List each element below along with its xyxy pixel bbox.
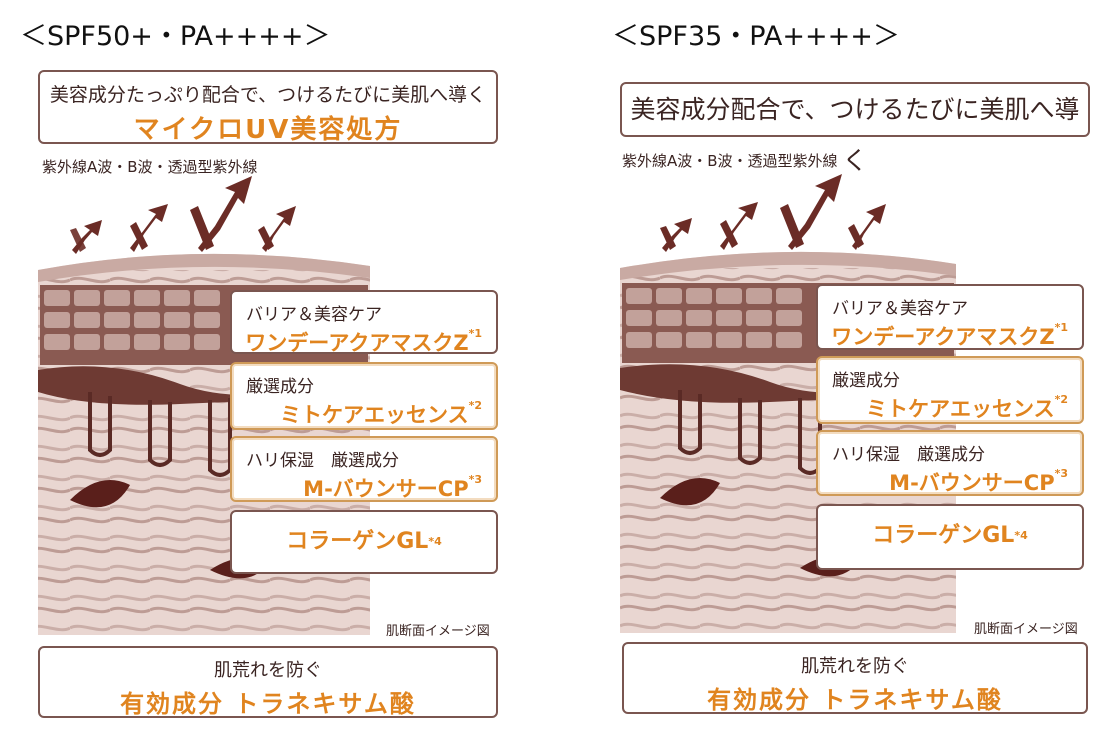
active-ingredient-name: 有効成分 トラネキサム酸 [120, 690, 416, 718]
ingredient-name: ワンデーアクアマスクZ*1 [245, 327, 482, 355]
ingredient-category: バリア＆美容ケア [246, 305, 382, 325]
ingredient-category: 厳選成分 [246, 377, 314, 397]
headline-main: 美容成分配合で、つけるたびに美肌へ導く [630, 95, 1080, 175]
active-ingredient-subtext: 肌荒れを防ぐ [214, 660, 322, 681]
ingredient-name: M-バウンサーCP*3 [303, 473, 482, 501]
active-ingredient-box: 肌荒れを防ぐ 有効成分 トラネキサム酸 [38, 646, 498, 718]
panel-title: ＜SPF35・PA++++＞ [612, 21, 900, 52]
ingredient-category: ハリ保湿 厳選成分 [832, 445, 985, 465]
ingredient-name: ミトケアエッセンス*2 [866, 393, 1068, 421]
uv-label: 紫外線A波・B波・透過型紫外線 [622, 152, 838, 170]
diagram-caption: 肌断面イメージ図 [386, 624, 490, 639]
diagram-caption: 肌断面イメージ図 [974, 622, 1078, 637]
ingredient-box-3: ハリ保湿 厳選成分 M-バウンサーCP*3 [230, 436, 498, 502]
ingredient-box-3: ハリ保湿 厳選成分 M-バウンサーCP*3 [816, 430, 1084, 496]
ingredient-name: コラーゲンGL*4 [286, 529, 442, 554]
ingredient-name: ワンデーアクアマスクZ*1 [831, 321, 1068, 349]
headline-main: マイクロUV美容処方 [133, 115, 403, 145]
ingredient-category: 厳選成分 [832, 371, 900, 391]
capillaries [88, 392, 232, 477]
ingredient-name: コラーゲンGL*4 [872, 523, 1028, 548]
active-ingredient-box: 肌荒れを防ぐ 有効成分 トラネキサム酸 [622, 642, 1088, 714]
ingredient-box-2: 厳選成分 ミトケアエッセンス*2 [816, 356, 1084, 424]
ingredient-box-4: コラーゲンGL*4 [816, 504, 1084, 570]
left-panel: ＜SPF50+・PA++++＞ 美容成分たっぷり配合で、つけるたびに美肌へ導く … [0, 0, 540, 733]
ingredient-box-2: 厳選成分 ミトケアエッセンス*2 [230, 362, 498, 430]
active-ingredient-name: 有効成分 トラネキサム酸 [707, 686, 1003, 714]
ingredient-box-4: コラーゲンGL*4 [230, 510, 498, 574]
ingredient-box-1: バリア＆美容ケア ワンデーアクアマスクZ*1 [230, 290, 498, 355]
ingredient-name: ミトケアエッセンス*2 [280, 399, 482, 427]
active-ingredient-subtext: 肌荒れを防ぐ [801, 656, 909, 677]
uv-arrows [660, 174, 886, 252]
headline-subtext: 美容成分たっぷり配合で、つけるたびに美肌へ導く [49, 84, 487, 106]
right-panel: ＜SPF35・PA++++＞ 美容成分配合で、つけるたびに美肌へ導く 紫外線A波… [580, 0, 1111, 733]
uv-label: 紫外線A波・B波・透過型紫外線 [42, 158, 258, 176]
formula-headline-box: 美容成分たっぷり配合で、つけるたびに美肌へ導く マイクロUV美容処方 [38, 70, 498, 145]
formula-headline-box: 美容成分配合で、つけるたびに美肌へ導く [620, 82, 1090, 175]
ingredient-box-1: バリア＆美容ケア ワンデーアクアマスクZ*1 [816, 284, 1084, 350]
panel-title: ＜SPF50+・PA++++＞ [20, 21, 331, 52]
ingredient-name: M-バウンサーCP*3 [889, 467, 1068, 495]
ingredient-category: バリア＆美容ケア [832, 299, 968, 319]
ingredient-category: ハリ保湿 厳選成分 [246, 451, 399, 471]
uv-arrows [70, 176, 296, 254]
